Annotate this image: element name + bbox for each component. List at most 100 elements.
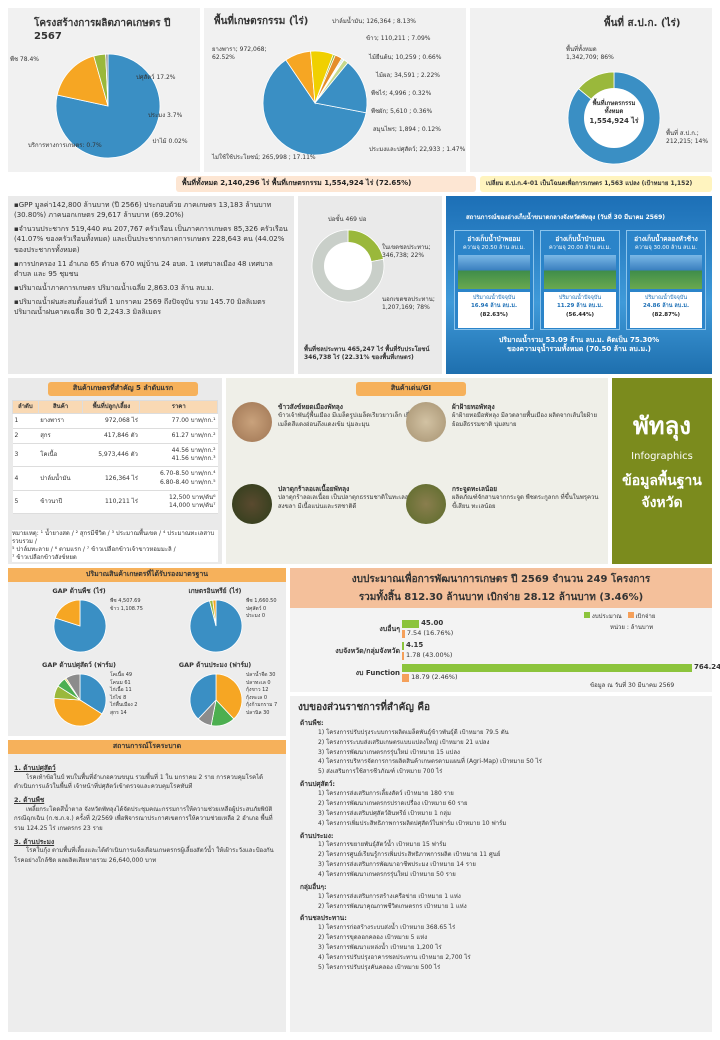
spent-bar-label: 7.54 (16.76%) [406,629,454,637]
top5-cell: ยางพารา [38,413,83,430]
top5-cell: 417,846 ตัว [82,428,140,445]
top5-header-row: ลำดับสินค้าพื้นที่ปลูก/เลี้ยงราคา [12,399,218,415]
gi-desc: ผลิตภัณฑ์จักสานจากกระจูด พืชตระกูลกก ที่… [452,494,599,510]
structure-panel: โครงสร้างการผลิตภาคเกษตร ปี 2567 พืช 78.… [8,8,200,172]
economy-item: ▪จำนวนประชากร 519,440 คน 207,767 ครัวเรื… [14,225,288,254]
spk-panel: พื้นที่ ส.ป.ก. (ไร่) พื้นที่ทั้งหมด 1,34… [470,8,712,172]
top5-table: ลำดับสินค้าพื้นที่ปลูก/เลี้ยงราคา 1 ยางพาร… [12,399,218,514]
top5-value: 110,211 ไร่ [104,497,138,505]
project-item: 4) โครงการปรับปรุงอาคารชลประทาน เป้าหมาย… [318,953,471,961]
reservoir-name: อ่างเก็บน้ำป่าบอน [555,235,605,243]
economy-panel: ▪GPP มูลค่า142,800 ล้านบาท (ปี 2566) ประ… [8,196,294,374]
reservoir-card: อ่างเก็บน้ำป่าพยอมความจุ 20.50 ล้าน ลบ.ม… [454,230,534,330]
top5-cell: 5,973,446 ตัว [82,443,140,468]
structure-label-fishery: ประมง 3.7% [148,112,183,119]
reservoir-pct: (82.63%) [480,312,508,318]
reservoir-now: 16.94 ล้าน ลบ.ม. [470,303,518,309]
spk-banner: เปลี่ยน ส.ป.ก.4-01 เป็นโฉนดเพื่อการเกษตร… [480,176,712,192]
disaster-title: สถานการณ์โรคระบาด [8,740,286,754]
gap-legend-item: ปลานิล 30 [246,709,270,716]
structure-title: โครงสร้างการผลิตภาคเกษตร ปี 2567 [34,18,171,42]
top5-value: 1 [14,417,19,425]
reservoir-photo [544,255,616,289]
budget-row-label: งบ Function [355,669,400,677]
gi-name: ข้าวสังข์หยดเมืองพัทลุง [278,403,343,411]
top5-value: ข้าวนาปี [40,497,63,505]
top5-cell: 5 [12,490,39,514]
budget-row-label: งบจังหวัด/กลุ่มจังหวัด [335,647,400,655]
projects-body: ด้านพืช:1) โครงการปรับปรุงระบบการผลิตเมล… [300,716,702,973]
top5-cell: 126,364 ไร่ [82,466,140,491]
reservoir-capacity: ความจุ 20.00 ล้าน ลบ.ม. [549,245,611,251]
reservoir-name: อ่างเก็บน้ำป่าพยอม [467,235,521,243]
project-item: 2) โครงการพัฒนาเกษตรกรปราดเปรื่อง เป้าหม… [318,799,468,807]
project-item: 4) โครงการพัฒนาเกษตรกรรุ่นใหม่ เป้าหมาย … [318,870,456,878]
donut-hole [584,88,644,148]
top5-value: 5 [14,497,19,505]
gi-name: กระจูดทะเลน้อย [452,485,498,493]
irrigation-pond: บ่อขั้น 469 บ่อ [328,216,367,223]
pie-slice [56,55,109,107]
economy-item: ▪GPP มูลค่า142,800 ล้านบาท (ปี 2566) ประ… [14,201,272,220]
gi-desc: ผ้าฝ้ายทอมือพัทลุง มีลวดลายพื้นเมือง ผลิ… [452,412,598,428]
pie-slice [212,599,217,627]
pie-slice [54,599,81,627]
gap-pie [189,599,243,653]
gap-legend-item: พืช 4,507.69 [110,598,141,604]
irrigation-donut [311,229,385,303]
gap-pie [53,599,107,653]
top5-value: 3 [14,451,19,459]
project-item: 3) โครงการพัฒนาแหล่งน้ำ เป้าหมาย 1,200 ไ… [318,943,442,951]
projects-panel: งบของส่วนราชการที่สำคัญ คือ ด้านพืช:1) โ… [290,696,712,1032]
spk-label-spk: พื้นที่ ส.ป.ก.; 212,215; 14% [666,130,709,146]
disaster-text: โรคในกุ้ง ตามพื้นที่เลี้ยงและได้ดำเนินกา… [14,847,274,864]
top5-value: 417,846 ตัว [103,432,138,440]
gap-legend-item: สุกร 14 [110,709,127,716]
top5-value: 972,068 ไร่ [104,417,138,425]
agri-label-9: ไม่ใช้ใช้ประโยชน์; 265,998 ; 17.11% [212,154,316,161]
top5-header: สินค้า [37,399,84,415]
top5-panel: สินค้าเกษตรที่สำคัญ 5 ลำดับแรก ลำดับสินค… [8,378,222,564]
reservoir-pct: (82.87%) [652,312,680,318]
gap-legend-item: โคนม 61 [110,679,131,686]
top5-value: 4 [14,474,19,482]
economy-item: ▪ปริมาณน้ำฝนสะสมตั้งแต่วันที่ 1 มกราคม 2… [14,298,266,317]
disaster-head: 3. ด้านประมง [14,837,55,846]
project-item: 4) โครงการบริหารจัดการการผลิตสินค้าเกษตร… [318,758,542,766]
spent-bar-label: 18.79 (2.46%) [411,673,458,681]
agri-label-6: พืชผัก; 5,610 ; 0.36% [371,108,433,115]
pie-slice [53,599,107,653]
top5-value: 5,973,446 ตัว [98,451,138,459]
gi-photo [406,484,446,524]
gap-legend-item: กุ้งขาว 12 [246,687,269,693]
gap-legend-item: พืช 1,660.50 [246,598,277,604]
spk-label-all: พื้นที่ทั้งหมด 1,342,709; 86% [566,46,614,62]
economy-item: ▪ปริมาณน้ำภาคการเกษตร ปริมาณน้ำเฉลี่ย 2,… [14,283,214,292]
spent-bar [402,630,405,638]
reservoir-pct: (56.44%) [566,312,594,318]
agri-label-0: ยางพารา; 972,068; 62.52% [212,46,267,62]
top5-cell: 972,068 ไร่ [82,413,140,430]
disaster-panel: สถานการณ์โรคระบาด 1. ด้านปศุสัตว์โรคเท้า… [8,740,286,1032]
top5-cell: 4 [12,466,39,491]
top5-value: ยางพารา [40,417,64,425]
top5-value: 126,364 ไร่ [104,474,138,482]
irrigation-in: ในเขตชลประทาน; 346,738; 22% [382,244,431,260]
gi-name: ผ้าฝ้ายทอพัทลุง [452,403,495,411]
pie-slice [262,59,367,156]
disaster-body: 1. ด้านปศุสัตว์โรคเท้าข้อในป์ พบในพื้นที… [14,760,280,865]
project-item: 3) โครงการส่งเสริมปศุสัตว์อินทรีย์ เป้าห… [318,809,451,817]
gap-legend-item: ไก่เนื้อ 11 [110,687,132,693]
agri-label-4: ไม้ผล; 34,591 ; 2.22% [376,72,440,79]
reservoir-summary: ปริมาณน้ำรวม 53.09 ล้าน ลบ.ม. คิดเป็น 75… [498,336,660,354]
budget-unit: หน่วย : ล้านบาท [610,624,654,631]
spent-bar [402,652,404,660]
brand-line2: จังหวัด [641,495,683,511]
top5-value: โคเนื้อ [40,451,58,459]
